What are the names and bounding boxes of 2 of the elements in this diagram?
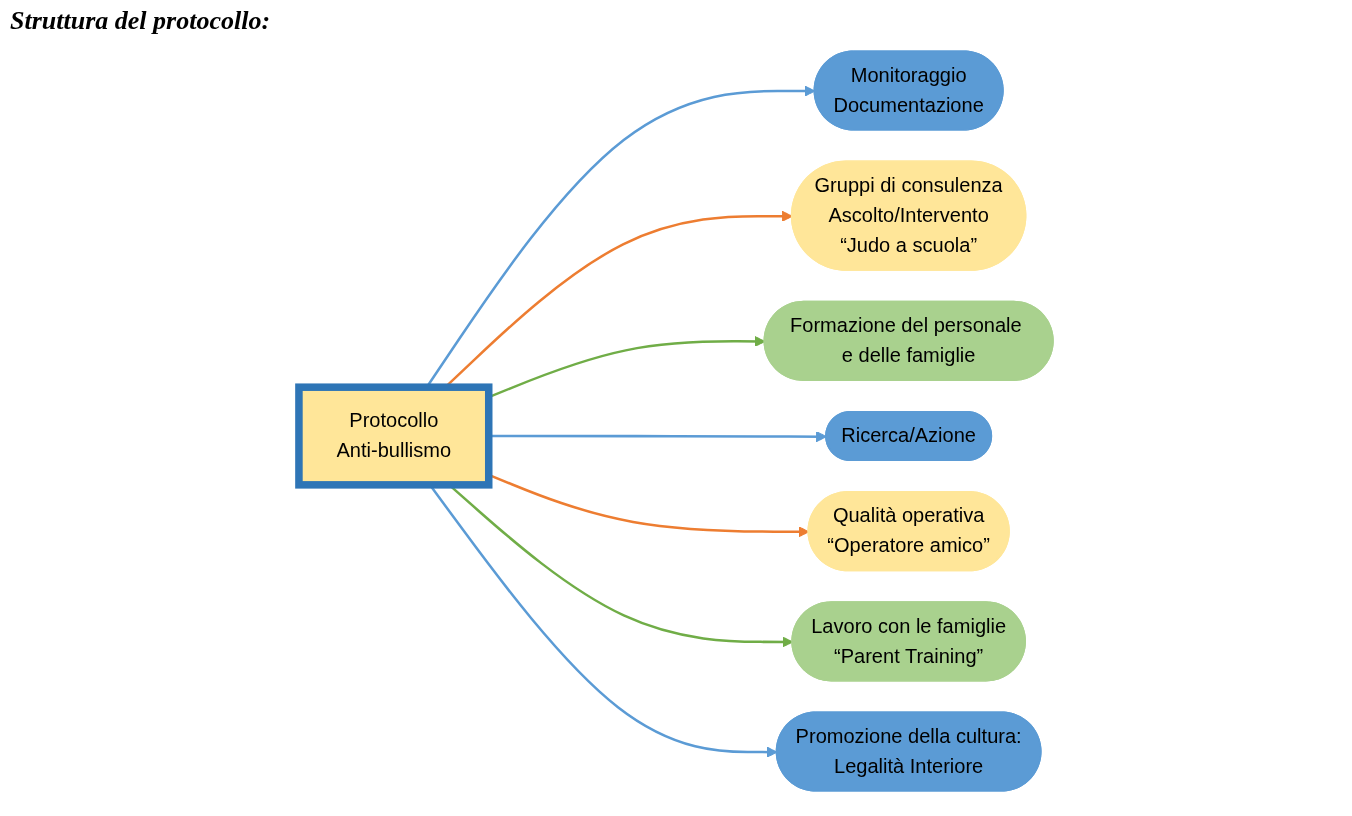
node-box: Protocollo Anti-bullismo [295, 383, 493, 489]
diagram-title: Struttura del protocollo: [10, 6, 271, 36]
